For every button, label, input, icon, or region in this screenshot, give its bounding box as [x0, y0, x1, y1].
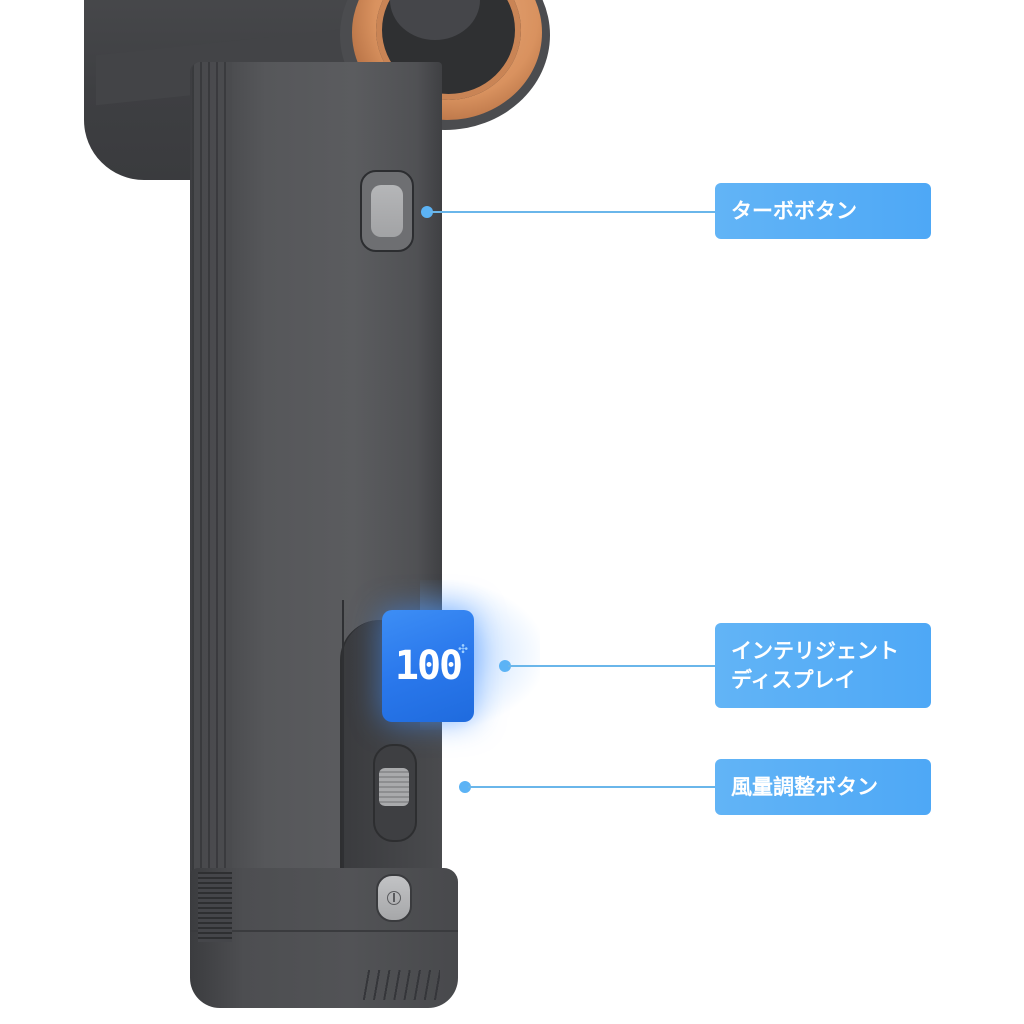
base-vents	[360, 970, 440, 1000]
speed-slider-knob[interactable]	[379, 768, 409, 806]
turbo-button[interactable]	[360, 170, 414, 252]
handle-panel	[232, 600, 344, 882]
callout-line-display	[508, 665, 716, 667]
power-icon	[387, 891, 401, 905]
intelligent-display: 100 ✣	[382, 610, 474, 722]
label-speed-text: 風量調整ボタン	[731, 774, 878, 799]
callout-dot-turbo	[421, 206, 433, 218]
handle-ridges	[192, 62, 232, 882]
callout-dot-slider	[459, 781, 471, 793]
label-speed-button: 風量調整ボタン	[715, 759, 931, 815]
label-intelligent-display: インテリジェント ディスプレイ	[715, 623, 931, 708]
label-display-line2: ディスプレイ	[731, 667, 856, 692]
callout-dot-display	[499, 660, 511, 672]
base-seam	[190, 930, 458, 932]
label-turbo-text: ターボボタン	[731, 198, 857, 223]
callout-line-turbo	[430, 211, 716, 213]
label-display-line1: インテリジェント	[731, 639, 899, 664]
label-turbo-button: ターボボタン	[715, 183, 931, 239]
fan-icon: ✣	[457, 642, 468, 656]
turbo-button-face	[371, 185, 403, 237]
power-button[interactable]	[376, 874, 412, 922]
callout-line-slider	[468, 786, 716, 788]
base-grill	[198, 872, 232, 942]
display-value: 100	[394, 643, 463, 689]
